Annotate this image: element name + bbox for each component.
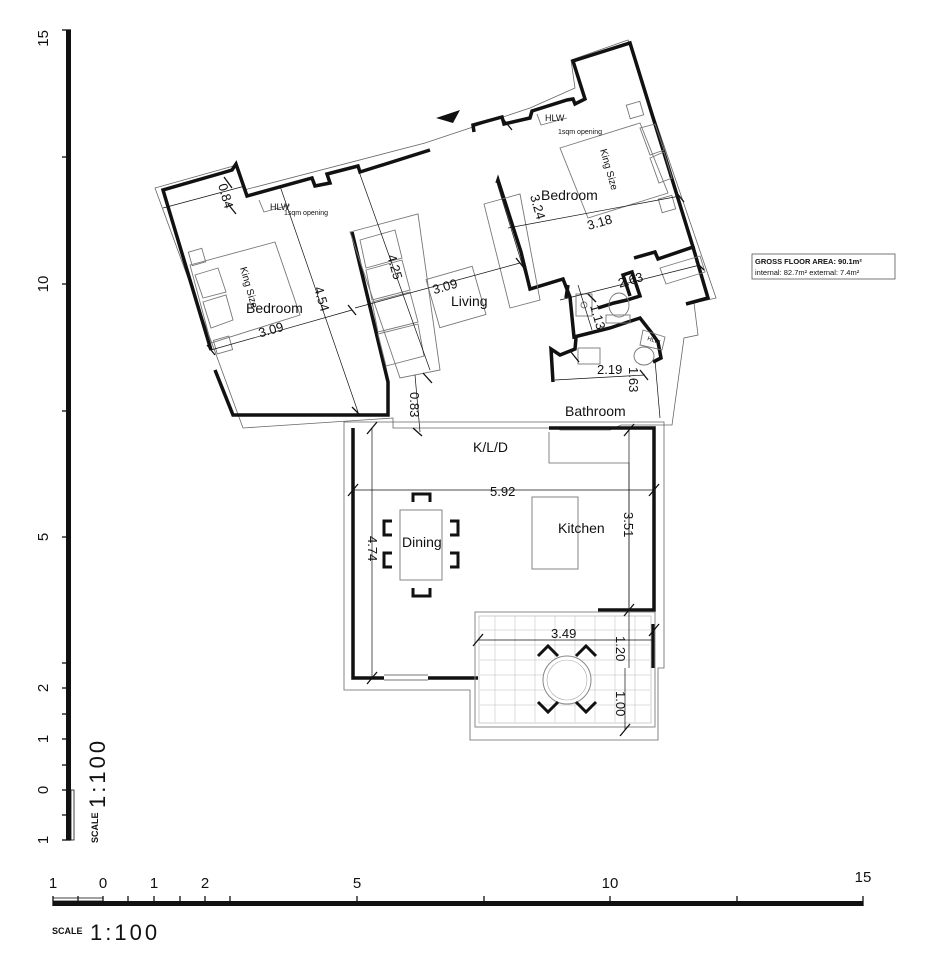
dim-1-20: 1.20 (613, 636, 628, 661)
h-scale-tick-neg1: 1 (49, 875, 57, 892)
h-scale-word: SCALE (52, 926, 83, 936)
room-label-dining: Dining (402, 534, 442, 550)
dining-table (382, 492, 460, 598)
wardrobe (483, 193, 541, 309)
room-label-living: Living (451, 293, 488, 309)
h-scale-tick-1: 1 (150, 875, 158, 892)
h-scale-tick-10: 10 (602, 875, 619, 892)
upper-wing: King Size King Size (154, 39, 717, 437)
v-scale-tick-5: 5 (35, 533, 52, 541)
dim-3-18: 3.18 (585, 211, 613, 232)
h-scale-tick-2: 2 (201, 875, 209, 892)
room-label-kld: K/L/D (473, 439, 508, 455)
dim-1-63: 1.63 (626, 367, 641, 392)
dim-1-13: 1.13 (587, 303, 608, 331)
v-scale-tick-1: 1 (35, 735, 52, 743)
dim-5-92: 5.92 (490, 484, 515, 499)
dim-3-49: 3.49 (551, 626, 576, 641)
room-label-bedroom-left: Bedroom (246, 300, 303, 316)
dim-2-63: 2.63 (616, 269, 644, 290)
v-scale-word: SCALE (90, 812, 100, 843)
room-label-bathroom: Bathroom (565, 403, 626, 419)
terrace (474, 611, 656, 728)
hlw-right-label: HLW (545, 113, 565, 123)
floor-area-breakdown: internal: 82.7m² external: 7.4m² (755, 268, 860, 277)
room-label-bedroom-right: Bedroom (541, 187, 598, 203)
dim-4-74: 4.74 (365, 536, 380, 561)
floor-area-box: GROSS FLOOR AREA: 90.1m² internal: 82.7m… (751, 253, 896, 280)
dim-4-25: 4.25 (384, 253, 405, 281)
toilet-right (605, 292, 631, 324)
king-bed-right (559, 100, 677, 219)
gross-floor-area: GROSS FLOOR AREA: 90.1m² (755, 257, 862, 266)
v-scale-tick-15: 15 (35, 30, 52, 47)
lower-wing (343, 421, 665, 741)
dim-2-19: 2.19 (597, 362, 622, 377)
entrance-arrow-icon (436, 110, 460, 123)
room-label-kitchen: Kitchen (558, 520, 605, 536)
h-scale-tick-0: 0 (99, 875, 107, 892)
dim-3-09-living: 3.09 (431, 276, 459, 297)
v-scale-tick-10: 10 (35, 276, 52, 293)
kitchen-island (531, 496, 579, 570)
dim-3-51: 3.51 (621, 512, 636, 537)
hlw-left-marker (258, 199, 291, 213)
v-scale-ratio: 1:100 (85, 738, 110, 808)
dim-3-24: 3.24 (527, 193, 548, 221)
dim-3-09-bedroom: 3.09 (257, 319, 285, 340)
vertical-scale-bar: 15 10 5 2 1 0 1 SCALE 1:100 (35, 29, 110, 844)
opening-left-label: 1sqm opening (284, 210, 328, 217)
v-scale-tick-neg1: 1 (35, 836, 52, 844)
h-scale-ratio: 1:100 (90, 920, 160, 945)
hlw-right-marker (536, 113, 568, 126)
v-scale-tick-0: 0 (35, 786, 52, 794)
living-sofa (349, 213, 487, 379)
toilet-bath (577, 346, 655, 366)
h-scale-tick-5: 5 (353, 875, 361, 892)
dim-1-00: 1.00 (613, 691, 628, 716)
hlw-box-bath (639, 329, 666, 351)
h-scale-tick-15: 15 (855, 869, 872, 886)
king-bed-left (187, 241, 301, 355)
dim-0-83: 0.83 (407, 392, 422, 417)
dim-4-54: 4.54 (311, 285, 332, 313)
king-size-right-label: King Size (597, 148, 619, 192)
opening-right-label: 1sqm opening (558, 129, 602, 136)
horizontal-scale-bar: 1 0 1 2 5 10 15 SCALE 1:100 (49, 869, 872, 945)
hlw-left-label: HLW (270, 202, 290, 212)
v-scale-tick-2: 2 (35, 684, 52, 692)
dim-0-84: 0.84 (215, 182, 236, 210)
hlw-bath-label: HLW (646, 336, 660, 346)
bedside-table (659, 255, 706, 285)
